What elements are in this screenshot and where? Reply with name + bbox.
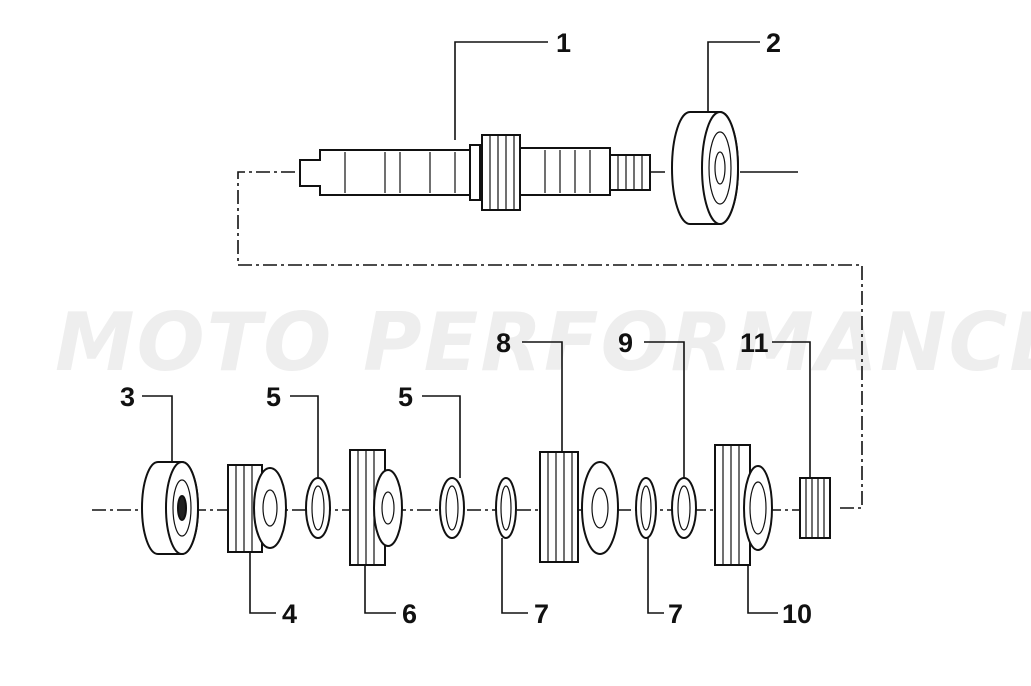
callout-8: 8 xyxy=(496,328,511,358)
callout-5a: 5 xyxy=(266,382,281,412)
bearing-2 xyxy=(671,111,798,225)
washer-7a xyxy=(495,477,517,539)
callout-9: 9 xyxy=(618,328,633,358)
circlip-5b xyxy=(439,477,465,539)
main-shaft xyxy=(299,134,665,211)
gear-6 xyxy=(349,449,403,566)
circlip-5a xyxy=(305,477,331,539)
needle-bearing-11 xyxy=(799,477,831,539)
gear-4 xyxy=(227,464,287,553)
callout-11: 11 xyxy=(740,328,769,358)
callout-1: 1 xyxy=(556,28,571,58)
callout-2: 2 xyxy=(766,28,781,58)
callout-5b: 5 xyxy=(398,382,413,412)
circlip-9 xyxy=(671,477,697,539)
callout-7a: 7 xyxy=(534,599,549,629)
gear-8 xyxy=(539,451,619,563)
callout-10: 10 xyxy=(782,599,812,629)
gear-10 xyxy=(714,444,773,566)
bearing-3 xyxy=(141,461,199,555)
callout-6: 6 xyxy=(402,599,417,629)
callout-4: 4 xyxy=(282,599,297,629)
callout-3: 3 xyxy=(120,382,135,412)
washer-7b xyxy=(635,477,657,539)
callout-7b: 7 xyxy=(668,599,683,629)
